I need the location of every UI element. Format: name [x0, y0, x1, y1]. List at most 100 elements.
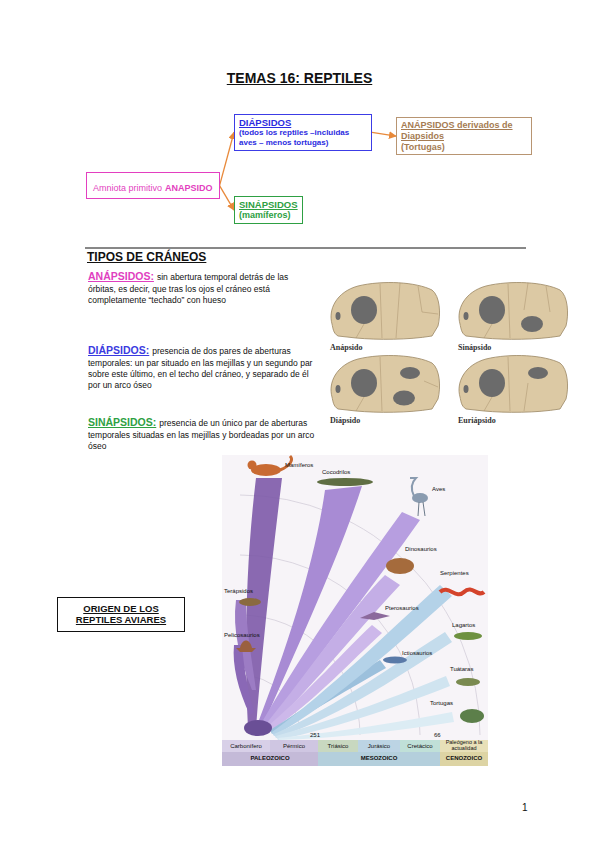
lizard-figure	[454, 632, 482, 640]
skull-orbit	[351, 369, 377, 397]
term-name: DIÁPSIDOS:	[88, 344, 149, 356]
diapsid-skull	[331, 356, 440, 413]
period-band	[400, 740, 440, 752]
ichthyosaur-figure	[383, 657, 407, 664]
skull-nostril	[464, 312, 469, 320]
animal-body	[412, 493, 428, 503]
box-heading: SINÁPSIDOS	[239, 199, 298, 210]
ancestor-box: Amniota primitivoANAPSIDO	[86, 172, 220, 199]
phylogeny-illustration	[222, 455, 488, 766]
period-band	[358, 740, 400, 752]
taxon-name: Cocodrilos	[322, 469, 350, 476]
turtle-figure	[460, 709, 484, 723]
therapsid-figure	[239, 598, 261, 606]
term-name: ANÁPSIDOS:	[88, 270, 154, 282]
era-name: PALEOZOICO	[222, 755, 318, 762]
tuatara-figure	[456, 678, 480, 686]
box-heading: ANÁPSIDOS derivados de Diapsidos	[401, 120, 527, 142]
pelycosaur-figure	[236, 641, 256, 653]
period-name: Paleógeno a la actualidad	[440, 740, 488, 751]
definition-paragraph: SINÁPSIDOS:presencia de un único par de …	[88, 416, 316, 452]
skull-nostril	[336, 385, 341, 393]
box-text: (Tortugas)	[401, 142, 527, 153]
era-name: MESOZOICO	[318, 755, 440, 762]
skull-nostril	[464, 385, 469, 393]
skull-orbit	[351, 296, 377, 324]
taxon-name: Tortugas	[430, 700, 453, 707]
taxon-name: Terápsidos	[224, 588, 253, 595]
taxon-name: Serpientes	[440, 570, 469, 577]
period-name: Pérmico	[270, 743, 318, 750]
taxon-name: Ictiosaurios	[402, 650, 432, 657]
box-text: ANAPSIDO	[165, 183, 213, 193]
skull-name: Sinápsido	[458, 343, 491, 352]
taxon-name: Mamíferos	[285, 462, 313, 469]
synapsid-skull	[459, 283, 568, 340]
period-name: Cretácico	[400, 743, 440, 750]
definition-paragraph: ANÁPSIDOS:sin abertura temporal detrás d…	[88, 270, 316, 306]
skull-nostril	[336, 312, 341, 320]
clade-box: ANÁPSIDOS derivados de Diapsidos(Tortuga…	[396, 117, 532, 155]
clade-box: DIÁPSIDOS(todos los reptiles –incluidas …	[234, 114, 372, 151]
period-band	[318, 740, 358, 752]
skull-outline	[331, 356, 440, 413]
age-number: 251	[310, 732, 320, 739]
box-heading: DIÁPSIDOS	[239, 117, 367, 128]
taxon-name: Dinosaurios	[405, 546, 437, 553]
pterosaur-figure	[360, 612, 390, 620]
skull-outline	[459, 356, 568, 413]
period-name: Jurásico	[358, 743, 400, 750]
temporal-opening	[393, 391, 415, 406]
ancestor-node	[244, 720, 272, 736]
crocodile-figure	[317, 478, 373, 486]
era-band	[318, 752, 440, 766]
temporal-opening	[528, 367, 548, 379]
box-text: (mamíferos)	[239, 210, 298, 221]
flow-arrow	[372, 132, 396, 136]
box-heading: Amniota primitivo	[93, 183, 162, 193]
taxon-name: Lagartos	[452, 622, 475, 629]
age-number: 66	[434, 732, 441, 739]
temporal-opening	[400, 367, 420, 379]
animal-legs	[418, 502, 425, 516]
flow-arrow	[220, 186, 234, 211]
skull-orbit	[479, 296, 505, 324]
period-name: Carbonífero	[222, 743, 270, 750]
period-band	[440, 740, 488, 752]
euryapsid-skull	[459, 356, 568, 413]
box-heading: ORIGEN DE LOS REPTILES AVIARES	[62, 603, 180, 626]
definition-paragraph: DIÁPSIDOS:presencia de dos pares de aber…	[88, 344, 322, 392]
era-band	[440, 752, 488, 766]
dinosaur-figure	[386, 558, 414, 574]
skull-outline	[331, 283, 440, 340]
term-name: SINÁPSIDOS:	[88, 416, 156, 428]
page-title: TEMAS 16: REPTILES	[0, 70, 599, 86]
section-heading: TIPOS DE CRÁNEOS	[87, 251, 206, 265]
snake-figure	[440, 589, 484, 594]
clade-box: SINÁPSIDOS(mamíferos)	[234, 196, 303, 224]
illustration-background	[222, 455, 488, 740]
anapsid-skull	[331, 283, 440, 340]
period-band	[270, 740, 318, 752]
skull-outline	[459, 283, 568, 340]
temporal-opening	[521, 316, 543, 332]
period-band	[222, 740, 270, 752]
skull-orbit	[479, 369, 505, 397]
taxon-name: Tuátaras	[450, 666, 473, 673]
period-name: Triásico	[318, 743, 358, 750]
taxon-name: Pelicosaurios	[224, 632, 260, 639]
section-rule	[85, 248, 526, 249]
era-band	[222, 752, 318, 766]
page-number: 1	[522, 802, 528, 814]
section-box: ORIGEN DE LOS REPTILES AVIARES	[57, 597, 185, 632]
heron-figure	[410, 478, 428, 516]
taxon-name: Aves	[432, 486, 445, 493]
era-name: CENOZOICO	[440, 755, 488, 762]
animal-neck	[410, 478, 416, 496]
fox-figure	[248, 456, 292, 476]
skull-name: Anápsido	[330, 343, 362, 352]
flow-arrow	[220, 132, 234, 185]
turtle-branch	[278, 712, 454, 740]
pelycosaur-branch	[234, 645, 254, 715]
